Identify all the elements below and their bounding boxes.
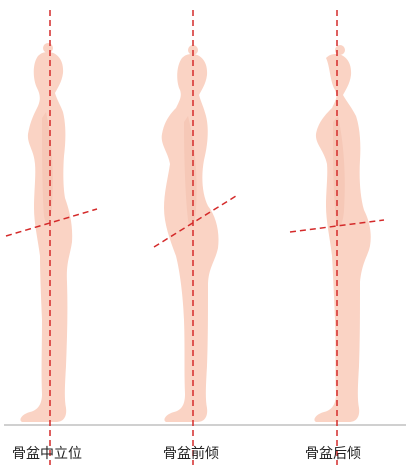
- arm-posterior: [333, 116, 345, 227]
- body-silhouette-posterior: [314, 54, 371, 422]
- body-silhouette-neutral: [20, 52, 73, 422]
- figure-neutral: [5, 10, 98, 465]
- caption-posterior-tilt: 骨盆后倾: [305, 446, 361, 462]
- tilt-line-neutral: [5, 208, 98, 237]
- body-silhouette-anterior: [161, 54, 219, 422]
- caption-neutral-pelvis: 骨盆中立位: [12, 446, 82, 462]
- hair-bun-neutral: [43, 43, 53, 53]
- figure-posterior: [289, 10, 385, 465]
- tilt-line-anterior: [153, 195, 237, 248]
- figure-anterior: [153, 10, 237, 465]
- caption-anterior-tilt: 骨盆前倾: [163, 446, 219, 462]
- tilt-line-posterior: [289, 219, 385, 233]
- arm-anterior: [184, 116, 197, 227]
